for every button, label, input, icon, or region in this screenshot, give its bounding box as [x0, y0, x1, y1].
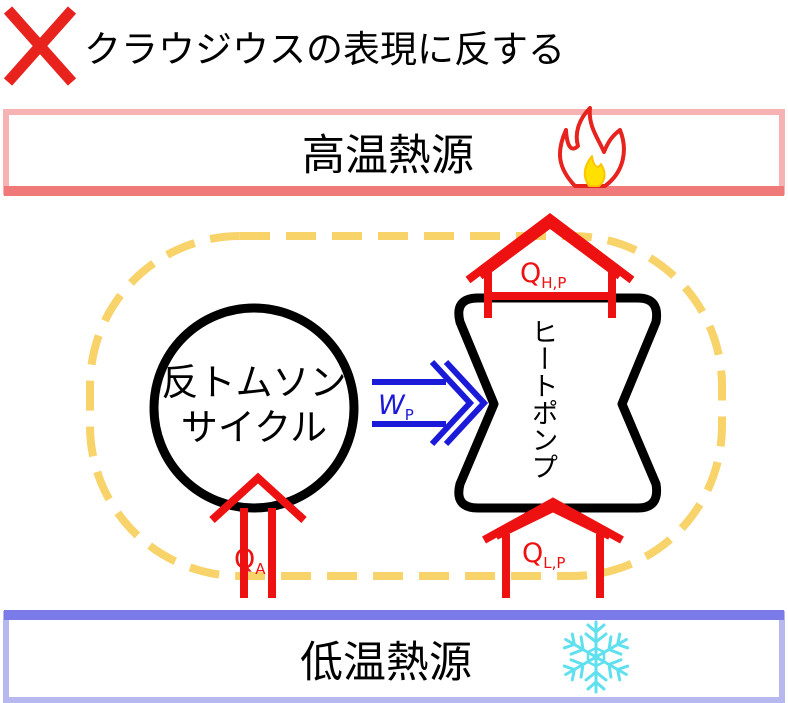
heat-symbol-pump-in-letter: Q: [522, 538, 543, 569]
heat-symbol-pump-out: QH,P: [520, 258, 566, 292]
hot-reservoir: [3, 109, 785, 196]
engine-circle: [149, 303, 359, 513]
flame-icon: [558, 106, 626, 188]
heat-arrow-pump-out: [465, 212, 635, 318]
work-symbol: WP: [378, 390, 414, 424]
engine-label-line2: サイクル: [181, 406, 327, 449]
heat-arrow-pump-in: [482, 497, 624, 598]
heat-pump-shape: [454, 293, 662, 513]
heat-symbol-pump-in: QL,P: [522, 538, 565, 572]
cold-reservoir: [3, 610, 785, 703]
system-boundary: [86, 232, 726, 580]
heat-symbol-pump-in-subscript: L,P: [543, 554, 565, 572]
cross-mark-icon: [3, 6, 77, 86]
work-symbol-subscript: P: [405, 406, 414, 424]
hot-reservoir-label: 高温熱源: [302, 131, 474, 181]
heat-symbol-pump-out-subscript: H,P: [541, 274, 566, 292]
heat-symbol-engine-in: QA: [234, 544, 266, 578]
header-statement: クラウジウスの表現に反する: [84, 28, 565, 71]
heat-symbol-pump-out-letter: Q: [520, 258, 541, 289]
heat-arrow-engine-in: [209, 472, 307, 598]
heat-pump-label: ヒートポンプ: [527, 318, 558, 480]
work-arrow: [372, 359, 489, 447]
cold-reservoir-label: 低温熱源: [300, 638, 472, 688]
work-symbol-letter: W: [378, 390, 406, 421]
heat-symbol-engine-in-subscript: A: [255, 560, 266, 578]
engine-label-line1: 反トムソン: [162, 361, 347, 404]
heat-symbol-engine-in-letter: Q: [234, 544, 255, 575]
snowflake-icon: [559, 620, 633, 694]
